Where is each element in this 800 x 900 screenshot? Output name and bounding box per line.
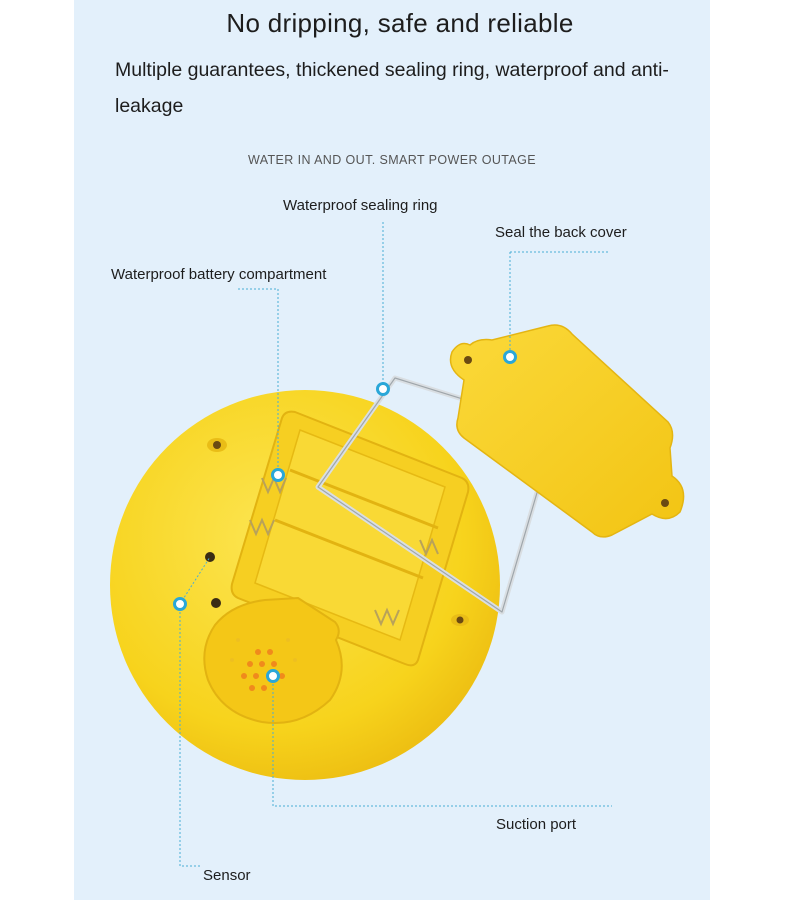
back-cover	[449, 324, 685, 538]
feature-description: Multiple guarantees, thickened sealing r…	[115, 59, 669, 117]
callout-suction-port: Suction port	[496, 816, 577, 833]
tagline: WATER IN AND OUT. SMART POWER OUTAGE	[247, 153, 537, 167]
callout-sensor: Sensor	[203, 867, 251, 884]
suction-port	[203, 596, 343, 724]
marker-sealing-ring-icon	[376, 382, 390, 396]
callout-battery-compartment: Waterproof battery compartment	[111, 266, 327, 283]
callout-sealing-ring: Waterproof sealing ring	[283, 197, 438, 214]
page-heading: No dripping, safe and reliable	[226, 8, 574, 38]
marker-back-cover-icon	[503, 350, 517, 364]
marker-suction-port-icon	[266, 669, 280, 683]
callout-lines	[179, 222, 612, 867]
marker-sensor-icon	[173, 597, 187, 611]
sensor-contacts	[205, 552, 221, 608]
callout-back-cover: Seal the back cover	[495, 224, 627, 241]
marker-battery-compartment-icon	[271, 468, 285, 482]
